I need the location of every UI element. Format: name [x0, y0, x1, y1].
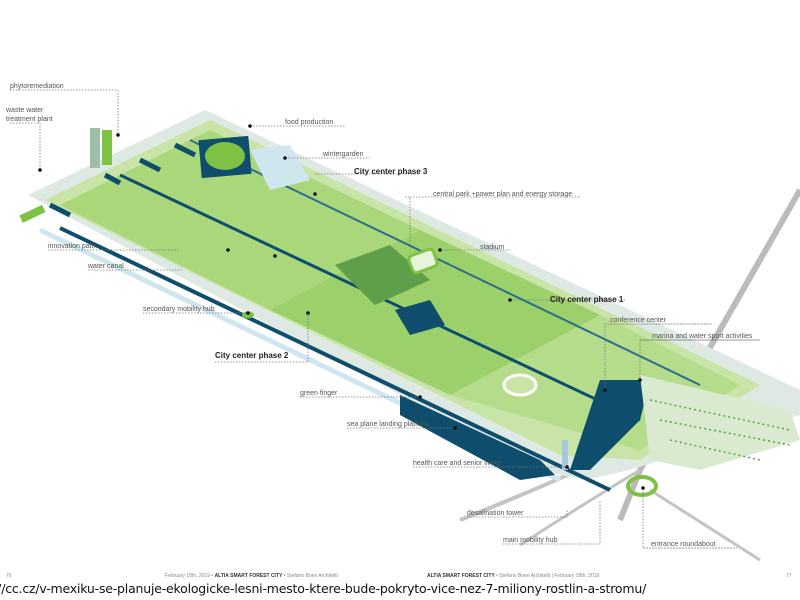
entrance-roundabout [626, 475, 658, 497]
canal-spurs [48, 142, 197, 218]
label-city-center-phase-2: City center phase 2 [215, 351, 289, 360]
label-food-production: food production [285, 119, 334, 126]
label-entrance-roundabout: entrance roundabout [651, 541, 716, 548]
phytoremediation-tower-2 [102, 130, 112, 165]
label-green-finger: green finger [300, 390, 338, 397]
label-secondary-mobility-hub: secondary mobility hub [143, 306, 215, 313]
exit-road [649, 488, 761, 562]
footer-left: February 18th, 2019 • ALTIA SMART FOREST… [165, 573, 338, 579]
label-phytoremediation: phytoremediation [10, 83, 64, 90]
footer-left-date: February 18th, 2019 • [165, 573, 214, 579]
main-canal [59, 226, 611, 492]
leader-dots [38, 124, 645, 490]
source-url: https://cc.cz/v-mexiku-se-planuje-ekolog… [0, 581, 647, 596]
approach-road-2 [519, 468, 641, 547]
stadium [407, 247, 439, 275]
label-waste-water-treatment-plant: waste water treatment plant [6, 107, 53, 123]
label-central-park: central park +power plan and energy stor… [433, 191, 573, 198]
label-conference-center: conference center [610, 317, 667, 324]
footer-left-author: • Stefano Boeri Architetti [283, 573, 338, 579]
page-number-left: 76 [6, 573, 12, 579]
food-production-field [205, 142, 245, 170]
label-city-center-phase-3: City center phase 3 [354, 167, 428, 176]
desalination-tower [562, 440, 568, 470]
waste-water-plant [19, 204, 46, 223]
marina-basin [570, 380, 650, 470]
central-park-lake [395, 300, 445, 335]
label-city-center-phase-1: City center phase 1 [550, 295, 624, 304]
phytoremediation-tower [90, 128, 100, 168]
label-water-canal: water canal [88, 263, 124, 270]
label-main-mobility-hub: main mobility hub [503, 537, 558, 544]
tree-rows [649, 399, 791, 461]
footer-right: ALTIA SMART FOREST CITY • Stefano Boeri … [427, 573, 599, 579]
block-band-1 [60, 130, 420, 310]
label-marina: marina and water sport activities [652, 333, 753, 340]
label-stadium: stadium [480, 244, 505, 251]
label-wintergarden: wintergarden [323, 151, 364, 158]
wintergarden-roof [250, 145, 310, 190]
leader-lines [10, 89, 760, 549]
tree-belt [640, 375, 800, 470]
label-desalination-tower: desalination tower [467, 510, 524, 517]
footer-right-title: ALTIA SMART FOREST CITY [427, 573, 495, 579]
page-number-right: 77 [786, 573, 792, 579]
label-sea-plane-landing-platform: sea plane landing platform [347, 421, 430, 428]
sea-plane-platform [400, 395, 555, 480]
sports-oval [502, 373, 538, 397]
central-park-forest [335, 245, 430, 305]
label-health-care: health care and senior living [413, 460, 501, 467]
footer-right-rest: • Stefano Boeri Architetti | February 18… [496, 573, 600, 579]
footer-left-title: ALTIA SMART FOREST CITY [214, 573, 283, 579]
label-innovation-path: innovation path [48, 243, 96, 250]
